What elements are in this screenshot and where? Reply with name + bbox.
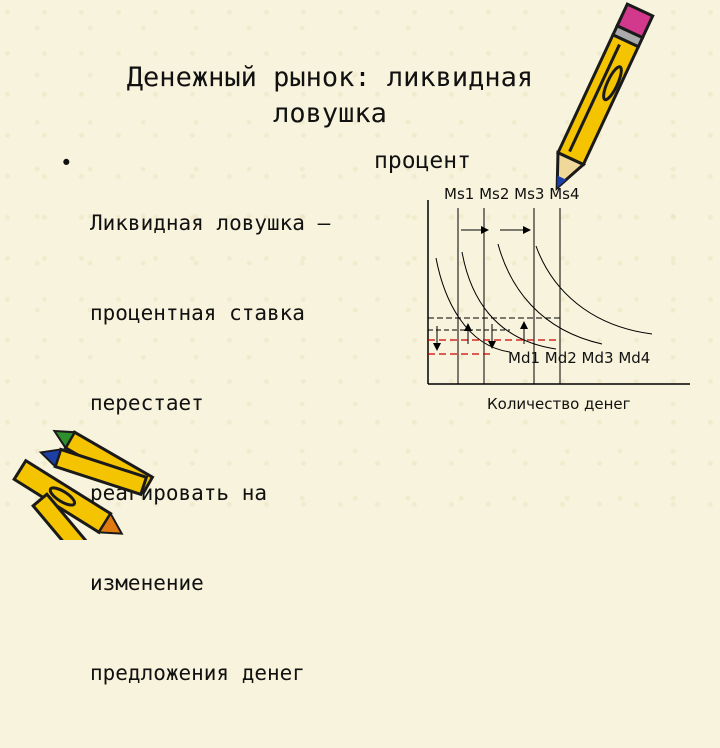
title-line-2: ловушка — [273, 98, 387, 129]
bullet-line: изменение — [90, 571, 204, 595]
bullet-line: перестает — [90, 391, 204, 415]
demand-curve-md3 — [497, 243, 603, 345]
slide-title: Денежный рынок: ликвидная ловушка — [80, 60, 580, 132]
x-axis-label: Количество денег — [487, 395, 631, 413]
pencil-icon — [555, 2, 655, 192]
demand-curve-md2 — [461, 251, 557, 350]
money-demand-labels: Md1 Md2 Md3 Md4 — [508, 349, 651, 367]
title-line-1: Денежный рынок: ликвидная — [126, 62, 534, 93]
y-axis-label: процент — [374, 148, 471, 174]
bullet-line: предложения денег — [90, 661, 305, 685]
bullet-marker: • — [60, 151, 73, 175]
demand-curve-md1 — [435, 257, 511, 353]
liquidity-trap-diagram — [12, 2, 690, 540]
bullet-line: Ликвидная ловушка – — [90, 211, 331, 235]
money-supply-labels: Ms1 Ms2 Ms3 Ms4 — [444, 185, 580, 203]
demand-curve-md4 — [535, 245, 653, 335]
pencils-bundle-icon — [12, 429, 155, 540]
bullet-line: процентная ставка — [90, 301, 305, 325]
slide: Денежный рынок: ликвидная ловушка • Ликв… — [0, 0, 720, 685]
